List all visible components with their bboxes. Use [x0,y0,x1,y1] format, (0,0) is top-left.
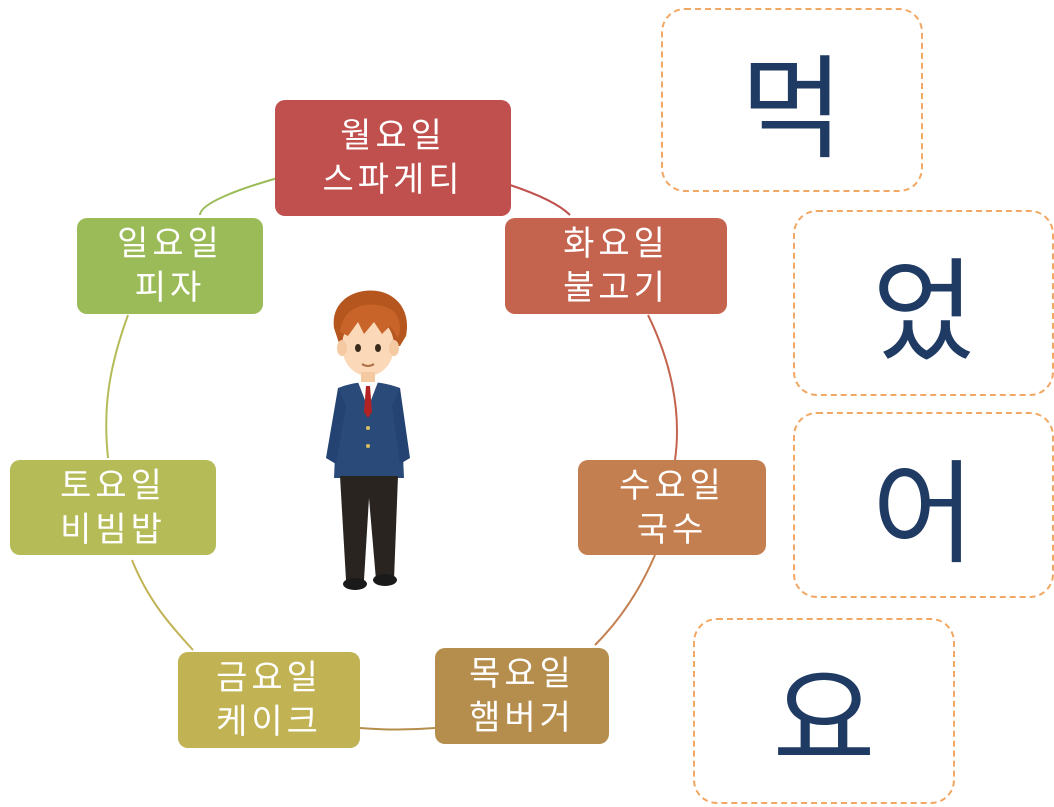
day-box-thursday: 목요일 햄버거 [435,648,609,744]
syllable-card-4: 요 [693,618,955,804]
food-label: 비빔밥 [60,509,166,550]
connector-fri-sat [131,559,194,651]
syllable-text: 어 [871,450,976,580]
student-boy-illustration [326,290,410,590]
day-label: 토요일 [60,465,166,506]
syllable-card-2: 었 [793,210,1054,396]
food-label: 케이크 [216,702,322,742]
connector-tue-wed [647,314,678,461]
food-label: 스파게티 [322,160,464,200]
food-label: 피자 [134,268,206,308]
food-label: 불고기 [563,268,669,308]
connector-wed-thu [594,554,656,646]
food-label: 햄버거 [469,698,575,738]
day-box-monday: 월요일 스파게티 [275,100,511,216]
syllable-text: 먹 [740,45,844,175]
connector-mon-tue [509,184,571,216]
connector-sat-sun [105,314,129,459]
food-label: 국수 [636,509,708,550]
syllable-card-1: 먹 [661,8,923,192]
day-label: 월요일 [340,116,446,156]
day-label: 일요일 [117,224,223,264]
day-label: 목요일 [469,654,575,694]
day-box-friday: 금요일 케이크 [178,652,360,748]
day-label: 금요일 [216,658,322,698]
day-box-sunday: 일요일 피자 [77,218,263,314]
day-box-saturday: 토요일 비빔밥 [10,460,216,555]
day-box-tuesday: 화요일 불고기 [505,218,727,314]
syllable-text: 었 [871,248,976,378]
day-label: 화요일 [563,224,669,264]
syllable-text: 요 [772,656,876,786]
connector-thu-fri [359,727,436,731]
syllable-card-3: 어 [793,412,1054,598]
day-box-wednesday: 수요일 국수 [578,460,766,555]
day-label: 수요일 [619,465,725,506]
